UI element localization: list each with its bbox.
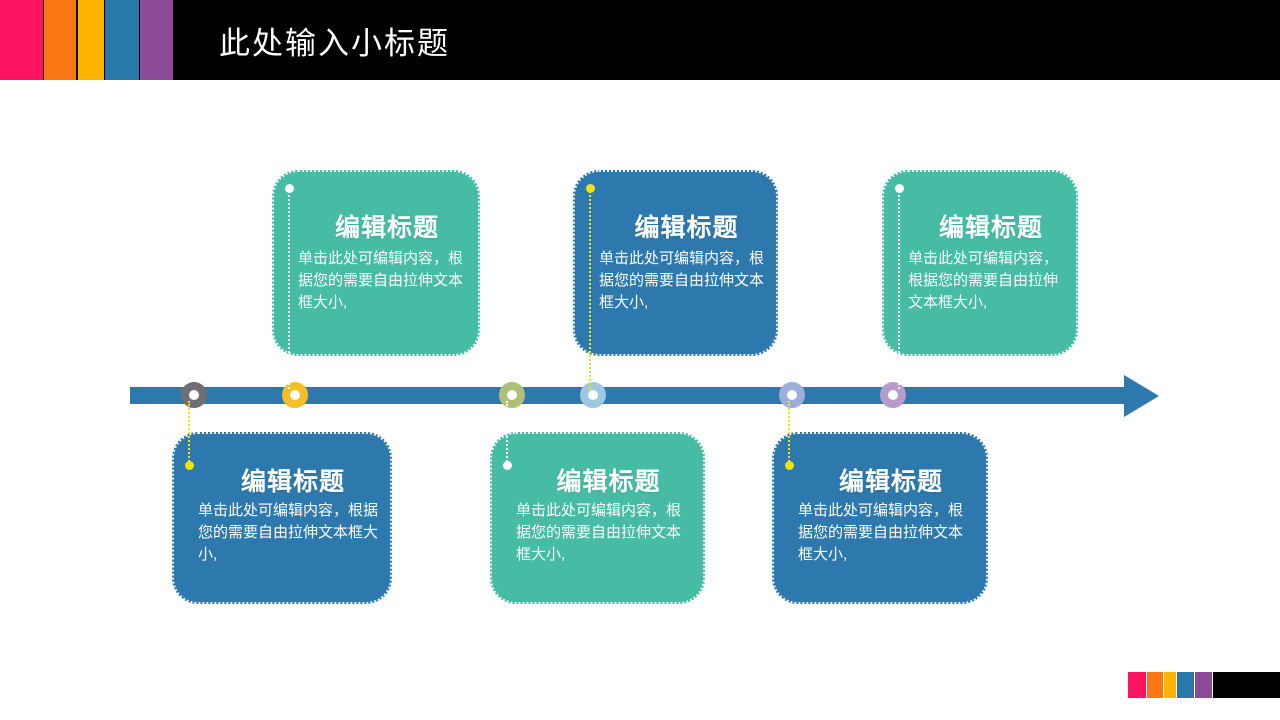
top-card-1-body: 单击此处可编辑内容，根据您的需要自由拉伸文本框大小, [298,250,464,311]
top-card-1-title: 编辑标题 [334,214,439,242]
header-stripe-pink [0,0,43,80]
top-card-3-connector-line [898,188,900,389]
footer-stripe-purple [1195,672,1212,698]
bottom-card-2-connector-dot [503,461,512,470]
bottom-card-2-body: 单击此处可编辑内容，根据您的需要自由拉伸文本框大小, [516,502,682,563]
timeline-marker-4[interactable] [580,382,606,408]
top-card-3-body: 单击此处可编辑内容，根据您的需要自由拉伸文本框大小, [908,250,1059,311]
bottom-card-2-connector-line [506,401,508,465]
bottom-card-1-connector-line [188,401,190,465]
header-stripe-purple [140,0,173,80]
timeline-marker-2[interactable] [282,382,308,408]
top-card-3[interactable]: 编辑标题单击此处可编辑内容，根据您的需要自由拉伸文本框大小, [882,170,1078,356]
top-card-2-title: 编辑标题 [634,214,739,242]
bottom-card-1[interactable]: 编辑标题单击此处可编辑内容，根据您的需要自由拉伸文本框大小, [172,432,392,604]
top-card-1[interactable]: 编辑标题单击此处可编辑内容，根据您的需要自由拉伸文本框大小, [272,170,480,356]
timeline-marker-3[interactable] [499,382,525,408]
timeline-marker-5[interactable] [779,382,805,408]
bottom-card-3-title: 编辑标题 [838,468,943,496]
footer-stripe-pink [1128,672,1146,698]
footer-stripe-orange [1147,672,1163,698]
timeline-marker-1[interactable] [181,382,207,408]
page-title: 此处输入小标题 [219,26,450,61]
bottom-card-1-connector-dot [185,461,194,470]
top-card-1-connector-dot [285,184,294,193]
bottom-card-3-body: 单击此处可编辑内容，根据您的需要自由拉伸文本框大小, [798,502,964,563]
bottom-card-1-body: 单击此处可编辑内容，根据您的需要自由拉伸文本框大小, [198,502,379,563]
timeline-bar [130,387,1126,404]
bottom-card-3[interactable]: 编辑标题单击此处可编辑内容，根据您的需要自由拉伸文本框大小, [772,432,988,604]
footer-stripe-blue [1177,672,1194,698]
top-card-2-body: 单击此处可编辑内容，根据您的需要自由拉伸文本框大小, [599,250,765,311]
top-card-2-connector-line [589,188,591,389]
timeline-marker-6[interactable] [880,382,906,408]
top-card-2[interactable]: 编辑标题单击此处可编辑内容，根据您的需要自由拉伸文本框大小, [573,170,778,356]
footer-stripe-amber [1164,672,1176,698]
timeline-arrow-icon [1124,375,1159,417]
top-card-2-connector-dot [586,184,595,193]
header-stripe-orange [44,0,76,80]
header-stripe-blue [105,0,139,80]
top-card-1-connector-line [288,188,290,389]
bottom-card-2[interactable]: 编辑标题单击此处可编辑内容，根据您的需要自由拉伸文本框大小, [490,432,705,604]
header-stripe-amber [78,0,104,80]
bottom-card-1-title: 编辑标题 [240,468,345,496]
footer-stripe-black [1213,672,1280,698]
bottom-card-3-connector-line [788,401,790,465]
top-card-3-connector-dot [895,184,904,193]
bottom-card-2-title: 编辑标题 [556,468,661,496]
top-card-3-title: 编辑标题 [938,214,1043,242]
bottom-card-3-connector-dot [785,461,794,470]
slide-header: 此处输入小标题 [0,0,1280,80]
